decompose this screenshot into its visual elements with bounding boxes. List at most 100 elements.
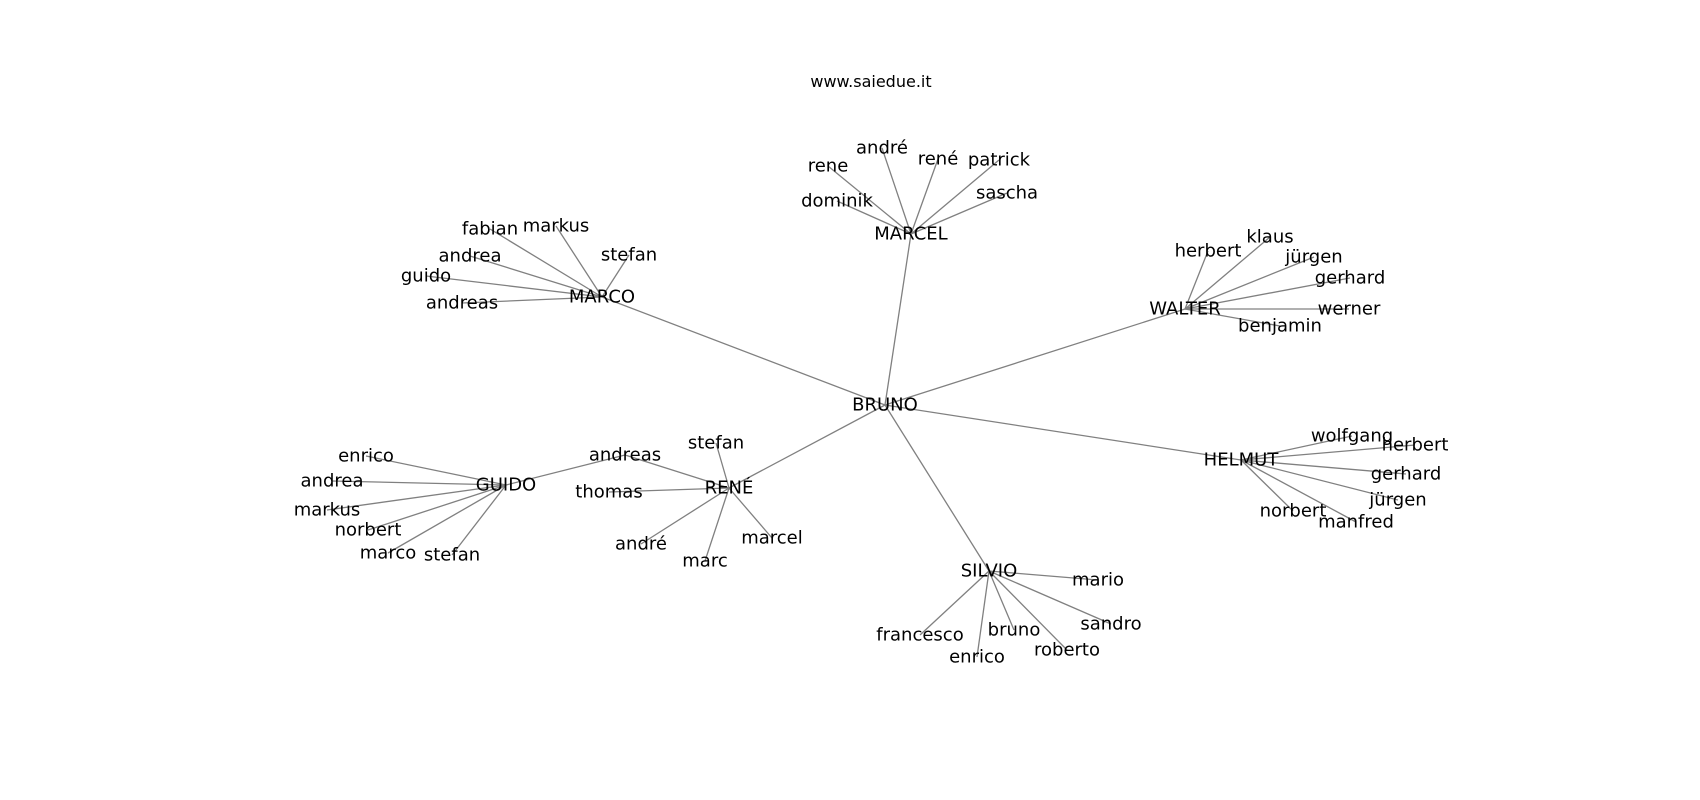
node-leaf: markus <box>523 216 590 237</box>
edge-andreas-guido <box>505 454 626 486</box>
edge-silvio-leaf <box>919 570 990 636</box>
edge-helmut-leaf <box>1240 459 1399 501</box>
node-leaf: sandro <box>1080 614 1141 635</box>
edge-walter-leaf <box>1184 256 1315 310</box>
edge-marco-leaf <box>601 254 630 298</box>
node-leaf: thomas <box>575 482 642 503</box>
node-leaf: stefan <box>688 433 744 454</box>
node-leaf: enrico <box>949 647 1005 668</box>
edge-rene-leaf <box>728 487 773 539</box>
node-leaf: werner <box>1318 299 1381 320</box>
node-leaf: gerhard <box>1315 268 1386 289</box>
node-leaf: mario <box>1072 570 1124 591</box>
node-hub-helmut: HELMUT <box>1204 450 1280 471</box>
node-leaf: andré <box>615 534 667 555</box>
edge-rene-leaf <box>640 487 730 545</box>
node-leaf: markus <box>294 500 361 521</box>
edge-root-marcel <box>884 233 912 406</box>
node-leaf: andreas <box>589 445 661 466</box>
graph-labels: BRUNO rene andré rené patrick dominik saschaMA… <box>294 138 1449 668</box>
edge-root-walter <box>884 308 1186 406</box>
edge-marco-leaf <box>555 225 603 298</box>
node-leaf: bruno <box>988 620 1041 641</box>
node-hub-marcel: MARCEL <box>874 224 947 245</box>
node-leaf: dominik <box>801 191 873 212</box>
edge-rene-leaf <box>608 487 730 493</box>
edge-silvio-leaf <box>988 570 1099 581</box>
edge-walter-leaf <box>1184 250 1209 310</box>
node-leaf: enrico <box>338 446 394 467</box>
node-leaf: herbert <box>1382 435 1449 456</box>
node-leaf: andreas <box>426 293 498 314</box>
edge-silvio-leaf <box>988 570 1068 651</box>
node-root: BRUNO <box>852 395 918 416</box>
edge-guido-leaf <box>367 484 507 531</box>
edge-marcel-leaf <box>910 159 1000 235</box>
node-leaf: roberto <box>1034 640 1100 661</box>
node-hub-guido: GUIDO <box>476 475 536 496</box>
node-leaf: marcel <box>741 528 803 549</box>
node-leaf: norbert <box>1260 501 1327 522</box>
node-leaf: rené <box>918 149 959 170</box>
node-hub-walter: WALTER <box>1149 299 1221 320</box>
node-leaf: andrea <box>439 246 502 267</box>
node-leaf: klaus <box>1246 227 1293 248</box>
edge-rene-leaf <box>704 487 730 562</box>
node-leaf: rene <box>808 156 849 177</box>
edge-guido-leaf <box>326 484 507 511</box>
node-hub-marco: MARCO <box>569 287 635 308</box>
edge-guido-leaf <box>387 484 507 554</box>
node-leaf: norbert <box>335 520 402 541</box>
edge-helmut-leaf <box>1240 435 1353 461</box>
node-leaf: sascha <box>976 183 1038 204</box>
graph-edges <box>326 147 1416 658</box>
edge-root-silvio <box>884 404 990 572</box>
node-leaf: andrea <box>301 471 364 492</box>
edge-root-marco <box>601 296 886 406</box>
edge-marco-leaf <box>489 228 603 298</box>
edge-rene-leaf <box>624 454 730 489</box>
edge-helmut-leaf <box>1240 459 1407 475</box>
site-caption: www.saiedue.it <box>810 72 931 91</box>
node-leaf: marco <box>360 543 416 564</box>
node-leaf: jürgen <box>1284 247 1342 268</box>
edge-marco-leaf <box>469 255 603 298</box>
edge-marco-leaf <box>425 275 603 298</box>
node-leaf: stefan <box>424 545 480 566</box>
edge-walter-leaf <box>1184 236 1271 310</box>
edge-silvio-leaf <box>988 570 1015 631</box>
node-hub-rene: RENÉ <box>705 477 754 499</box>
node-leaf: guido <box>401 266 451 287</box>
edge-root-helmut <box>884 404 1242 461</box>
edge-silvio-leaf <box>976 570 990 658</box>
node-leaf: jürgen <box>1368 490 1426 511</box>
edge-silvio-leaf <box>988 570 1112 625</box>
node-leaf: wolfgang <box>1311 426 1393 447</box>
node-leaf: patrick <box>968 150 1031 171</box>
edge-helmut-leaf <box>1240 459 1357 523</box>
edge-guido-leaf <box>365 455 507 486</box>
node-hub-silvio: SILVIO <box>961 561 1018 582</box>
edge-marco-leaf <box>461 296 603 304</box>
node-leaf: fabian <box>462 219 518 240</box>
edge-marcel-leaf <box>910 158 939 235</box>
edge-helmut-leaf <box>1240 444 1416 461</box>
edge-rene-leaf <box>715 442 730 489</box>
edge-walter-leaf <box>1184 277 1351 310</box>
edge-marcel-leaf <box>910 192 1008 235</box>
edge-marcel-leaf <box>827 165 912 235</box>
edge-marcel-leaf <box>881 147 912 235</box>
node-leaf: francesco <box>876 625 963 646</box>
edge-guido-leaf <box>331 480 507 486</box>
node-leaf: benjamin <box>1238 316 1322 337</box>
edge-helmut-leaf <box>1240 459 1294 512</box>
node-leaf: herbert <box>1175 241 1242 262</box>
edge-guido-leaf <box>451 484 507 556</box>
edge-root-rene <box>728 404 886 489</box>
node-leaf: marc <box>682 551 727 572</box>
edge-walter-leaf <box>1184 308 1281 327</box>
node-leaf: gerhard <box>1371 464 1442 485</box>
node-leaf: stefan <box>601 245 657 266</box>
node-leaf: andré <box>856 138 908 159</box>
